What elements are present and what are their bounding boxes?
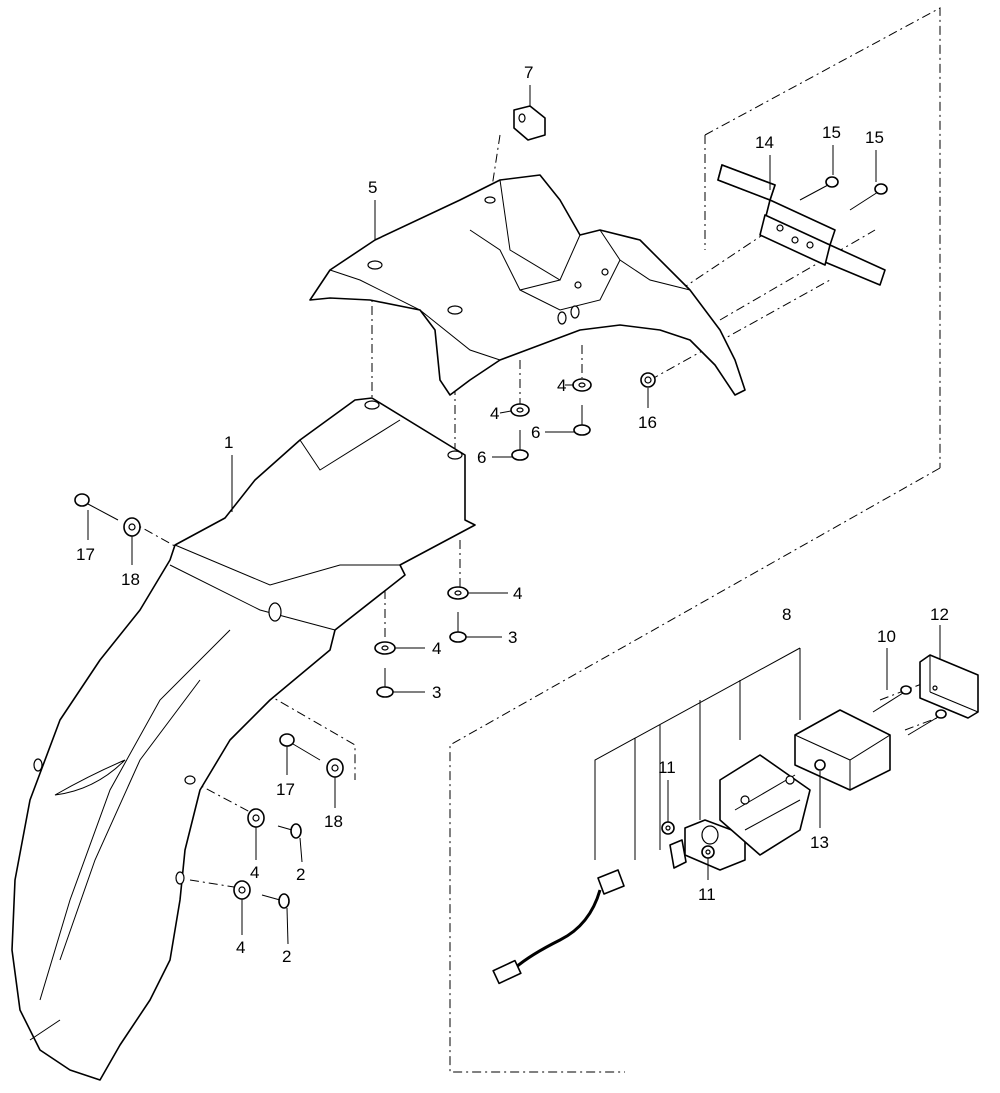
callout-18: 18 xyxy=(121,570,140,589)
fender-bracket xyxy=(309,174,746,396)
washer-4-lower-upper xyxy=(247,808,265,828)
callout-12: 12 xyxy=(930,605,949,624)
nut-11-upper xyxy=(661,821,675,835)
callout-2: 2 xyxy=(282,947,291,966)
rear-fender xyxy=(11,397,476,1081)
callout-6: 6 xyxy=(477,448,486,467)
assembly-boundaries xyxy=(127,7,946,1073)
bolt-6-right xyxy=(573,405,591,436)
callout-4: 4 xyxy=(513,584,522,603)
callout-4: 4 xyxy=(490,404,499,423)
callout-11: 11 xyxy=(658,758,676,777)
callout-6: 6 xyxy=(531,423,540,442)
light-cover xyxy=(794,709,891,791)
washer-4-mid-upper xyxy=(447,586,469,600)
callout-15: 15 xyxy=(865,128,884,147)
washer-4-mid-lower xyxy=(374,641,396,655)
callout-13: 13 xyxy=(810,833,829,852)
callout-labels: 1 2 2 3 3 4 4 4 4 4 4 5 6 6 7 8 10 11 11… xyxy=(76,63,949,966)
screw-2-lower xyxy=(261,893,290,909)
screw-2-upper xyxy=(277,823,302,839)
washer-18-upper xyxy=(123,517,141,537)
callout-5: 5 xyxy=(368,178,377,197)
callout-8: 8 xyxy=(782,605,791,624)
bolt-17-upper xyxy=(74,493,119,521)
callout-4: 4 xyxy=(432,639,441,658)
washer-4-upper-left xyxy=(510,403,530,417)
reflector-lens xyxy=(919,654,979,719)
license-plate-bracket xyxy=(717,164,886,286)
nut-11-lower xyxy=(701,845,715,859)
bolt-3-upper xyxy=(449,612,467,643)
leader-lines xyxy=(87,85,941,945)
clip-nut xyxy=(513,105,546,141)
nut-16 xyxy=(640,372,656,388)
washer-4-upper-right xyxy=(572,378,592,392)
screw-10-upper xyxy=(872,685,912,713)
callout-3: 3 xyxy=(432,683,441,702)
bolt-3-lower xyxy=(376,668,394,698)
washer-4-lower-lower xyxy=(233,880,251,900)
license-light-assembly xyxy=(492,647,811,985)
callout-11: 11 xyxy=(698,885,716,904)
callout-3: 3 xyxy=(508,628,517,647)
callout-10: 10 xyxy=(877,627,896,646)
callout-1: 1 xyxy=(224,433,233,452)
screw-15-left xyxy=(799,176,839,201)
screw-10-lower xyxy=(907,709,947,736)
screw-15-right xyxy=(849,183,888,211)
callout-4: 4 xyxy=(236,938,245,957)
callout-4: 4 xyxy=(557,376,566,395)
callout-17: 17 xyxy=(76,545,95,564)
callout-14: 14 xyxy=(755,133,774,152)
callout-2: 2 xyxy=(296,865,305,884)
callout-17: 17 xyxy=(276,780,295,799)
callout-15: 15 xyxy=(822,123,841,142)
washer-18-lower xyxy=(326,758,344,778)
callout-4: 4 xyxy=(250,863,259,882)
callout-18: 18 xyxy=(324,812,343,831)
callout-16: 16 xyxy=(638,413,657,432)
callout-7: 7 xyxy=(524,63,533,82)
bolt-17-lower xyxy=(279,733,321,761)
bolt-6-left xyxy=(511,430,529,461)
